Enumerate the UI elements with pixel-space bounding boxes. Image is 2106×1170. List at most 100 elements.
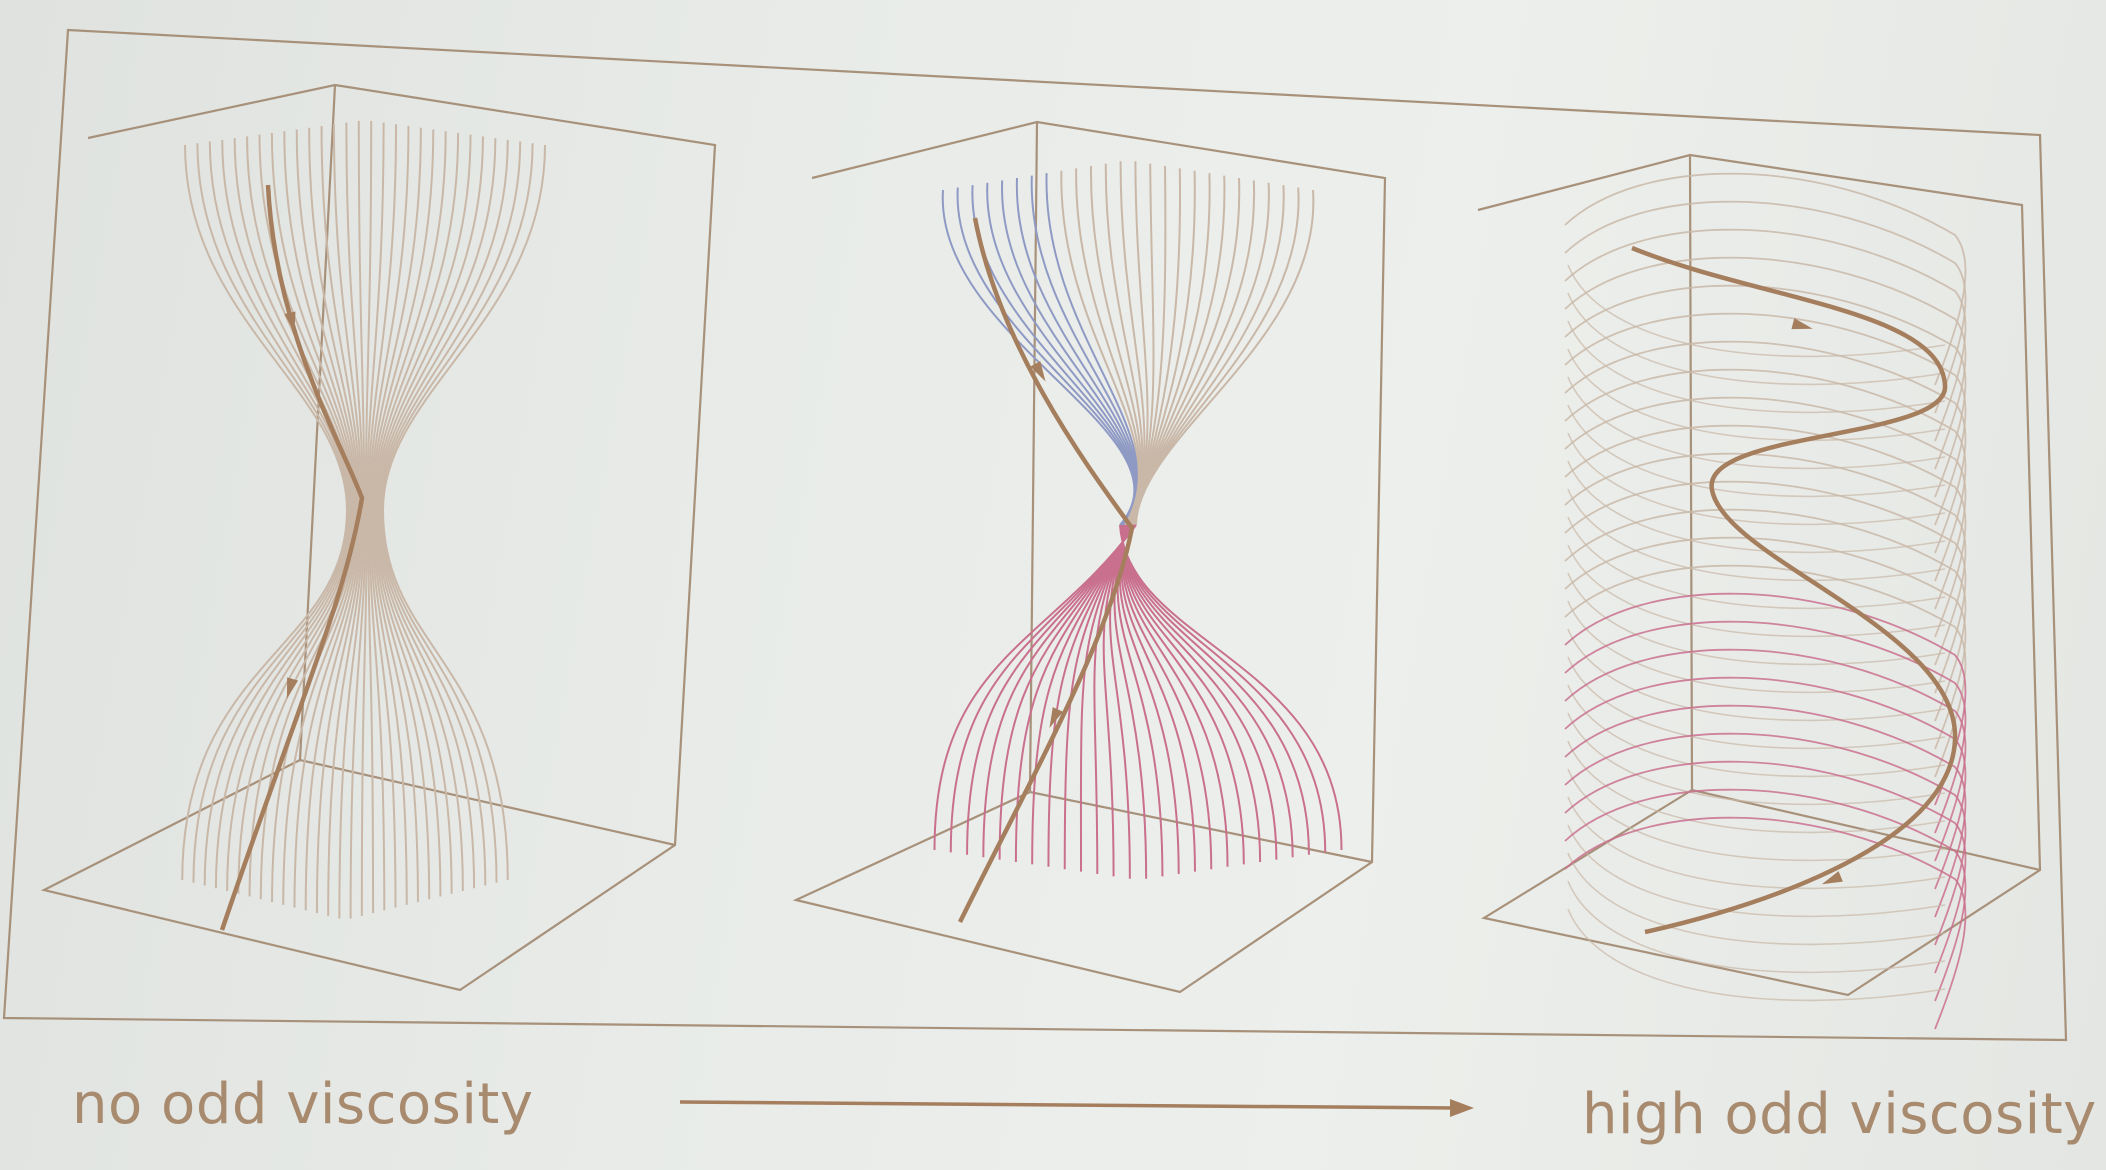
streamline: [381, 144, 546, 881]
streamline: [1564, 480, 1967, 694]
highlight-streamline: [957, 217, 1135, 923]
streamline: [1567, 432, 1946, 526]
streamline-lower: [1116, 524, 1164, 877]
streamline-upper: [956, 187, 1136, 526]
streamline-lower: [1031, 524, 1134, 865]
streamline: [380, 143, 534, 883]
streamline: [1567, 292, 1946, 386]
panel-3-streamlines: [1564, 172, 1967, 1030]
streamline-upper: [986, 182, 1137, 526]
streamline: [1564, 228, 1967, 442]
streamline: [1567, 628, 1946, 722]
streamline: [1564, 536, 1967, 750]
streamline: [1567, 684, 1946, 778]
streamline: [1564, 256, 1967, 470]
streamline: [378, 139, 509, 889]
streamline-lower: [1121, 524, 1278, 860]
panel-2-streamlines: [933, 161, 1343, 923]
streamline: [1567, 824, 1946, 918]
streamline: [1564, 424, 1967, 638]
streamline: [377, 138, 497, 892]
streamline: [375, 136, 484, 894]
streamline: [1564, 760, 1967, 974]
streamline-lower: [1093, 524, 1131, 875]
streamline: [1564, 396, 1967, 610]
outer-frame: [2, 28, 2068, 1042]
streamline-lower: [998, 524, 1135, 860]
flow-arrow: [284, 311, 296, 333]
streamline: [1564, 620, 1967, 834]
streamline: [1564, 788, 1967, 1002]
streamline: [1567, 376, 1946, 470]
streamline: [368, 126, 410, 911]
streamline-lower: [1014, 524, 1134, 863]
streamline: [271, 131, 358, 903]
streamline: [1567, 768, 1946, 862]
streamline: [1564, 816, 1967, 1030]
panel-1-streamlines: [181, 120, 546, 931]
panel-high-odd-viscosity: [1477, 153, 2042, 1030]
streamline-lower: [1121, 524, 1245, 865]
streamline: [1567, 712, 1946, 806]
streamline: [1564, 340, 1967, 554]
streamline-lower: [1047, 524, 1133, 867]
streamline-lower: [1109, 524, 1131, 879]
odd-viscosity-arrow: [679, 1099, 1474, 1117]
streamline: [1567, 908, 1946, 1002]
streamline: [1567, 460, 1946, 554]
streamline: [372, 131, 447, 903]
streamline: [1564, 564, 1967, 778]
streamline: [1564, 284, 1967, 498]
flow-arrow: [1049, 707, 1064, 729]
streamline: [1567, 516, 1946, 610]
streamline-upper: [1133, 185, 1285, 526]
streamline: [1564, 676, 1967, 890]
flow-arrow: [1791, 318, 1813, 330]
streamline-lower: [1120, 524, 1294, 858]
streamline: [1567, 404, 1946, 498]
streamline: [192, 143, 350, 883]
label-no-odd-viscosity: no odd viscosity: [72, 1072, 534, 1137]
streamline-lower: [933, 524, 1137, 851]
streamline: [374, 134, 472, 897]
streamline-lower: [982, 524, 1135, 858]
highlight-streamline: [1631, 245, 1958, 935]
streamline-lower: [1120, 524, 1310, 855]
streamline: [1567, 320, 1946, 414]
streamline: [370, 129, 435, 905]
streamline: [259, 132, 357, 900]
streamline: [1567, 488, 1946, 582]
flow-arrow: [1821, 871, 1843, 885]
streamline: [360, 122, 385, 916]
streamline-lower: [1121, 524, 1262, 863]
streamline: [327, 122, 365, 916]
streamline: [214, 139, 352, 889]
streamline-upper: [1134, 187, 1300, 526]
streamline: [1564, 172, 1967, 386]
panel-1-box: [40, 83, 717, 992]
streamline: [226, 138, 353, 892]
streamline: [1567, 264, 1946, 358]
streamline: [1567, 880, 1946, 974]
streamline-lower: [1119, 524, 1343, 851]
panel-no-odd-viscosity: [40, 83, 717, 992]
streamline: [1567, 740, 1946, 834]
streamline-lower: [1063, 524, 1132, 870]
flow-arrow: [286, 677, 299, 699]
streamline: [1564, 732, 1967, 946]
streamline: [1564, 200, 1967, 414]
streamline: [1564, 704, 1967, 918]
panel-intermediate-odd-viscosity: [792, 120, 1387, 994]
streamline: [1567, 852, 1946, 946]
streamline: [367, 124, 398, 914]
streamline: [1564, 648, 1967, 862]
streamline: [1564, 312, 1967, 526]
streamline: [1564, 592, 1967, 806]
streamline: [1567, 348, 1946, 442]
streamline: [1567, 544, 1946, 638]
streamline: [1567, 572, 1946, 666]
streamline: [1567, 600, 1946, 694]
streamline: [1567, 796, 1946, 890]
streamline: [1564, 508, 1967, 722]
